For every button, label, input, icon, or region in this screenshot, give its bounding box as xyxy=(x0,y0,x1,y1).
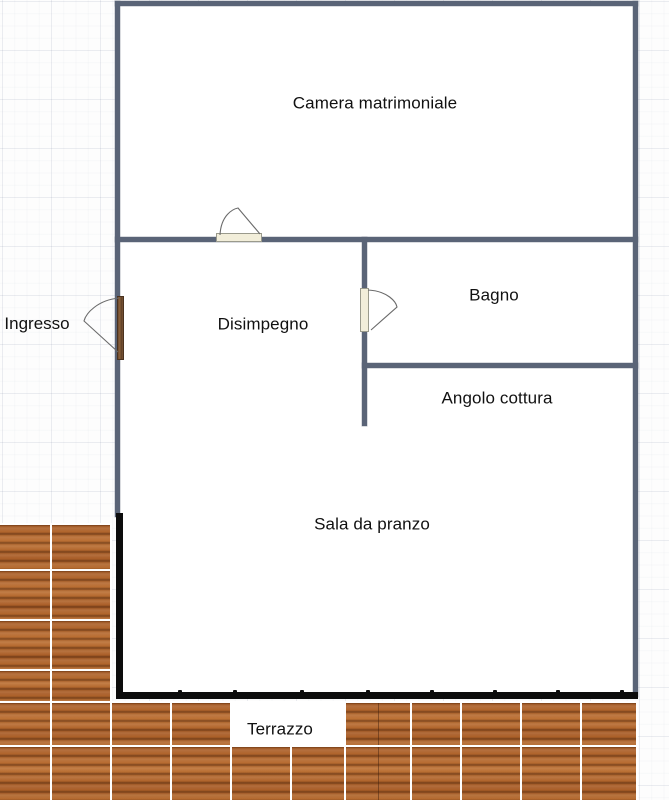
railing-post xyxy=(366,690,370,694)
room-label-sala-da-pranzo: Sala da pranzo xyxy=(314,514,430,534)
deck-tile xyxy=(110,745,172,800)
wall-heavy-left xyxy=(116,513,123,699)
railing-post xyxy=(178,690,182,694)
wall-bedroom-bottom xyxy=(115,237,638,242)
door-camera-swing-arc xyxy=(219,207,261,236)
deck-tile xyxy=(344,701,412,747)
railing-post xyxy=(118,556,122,560)
door-bagno-leaf[interactable] xyxy=(360,288,369,332)
deck-tile xyxy=(50,745,112,800)
railing-post xyxy=(430,690,434,694)
deck-tile xyxy=(520,745,582,800)
railing-post xyxy=(233,690,237,694)
deck-tile xyxy=(50,701,112,747)
deck-tile xyxy=(520,701,582,747)
deck-tile xyxy=(410,701,462,747)
deck-tile xyxy=(50,619,112,671)
deck-tile xyxy=(0,523,52,571)
railing-post xyxy=(118,622,122,626)
room-label-camera-matrimoniale: Camera matrimoniale xyxy=(292,93,458,113)
deck-tile xyxy=(170,745,232,800)
wall-exterior-left-upper xyxy=(115,1,120,517)
wall-exterior-right xyxy=(633,1,638,697)
deck-tile xyxy=(580,745,638,800)
wall-exterior-top xyxy=(115,1,638,6)
terrazzo-label-recess xyxy=(232,701,346,747)
door-ingresso-swing-arc xyxy=(83,297,120,353)
exterior-label-ingresso: Ingresso xyxy=(4,314,70,333)
deck-tile xyxy=(230,745,292,800)
interior-floor-fill xyxy=(118,5,636,695)
wall-bathroom-bottom xyxy=(362,363,638,368)
wall-heavy-bottom xyxy=(116,692,638,699)
deck-tile xyxy=(50,669,112,703)
deck-tile xyxy=(0,619,52,671)
deck-tile xyxy=(344,745,412,800)
railing-post xyxy=(493,690,497,694)
deck-tile xyxy=(0,745,52,800)
railing-post xyxy=(620,690,624,694)
door-bagno-swing-arc xyxy=(367,289,398,331)
deck-tile xyxy=(580,701,638,747)
door-camera-leaf[interactable] xyxy=(216,233,262,242)
deck-tile xyxy=(110,701,172,747)
deck-tile xyxy=(290,745,348,800)
deck-tile xyxy=(0,669,52,703)
railing-post xyxy=(556,690,560,694)
door-ingresso-leaf[interactable] xyxy=(117,296,124,360)
deck-tile xyxy=(50,569,112,621)
room-label-angolo-cottura: Angolo cottura xyxy=(441,388,553,408)
room-label-bagno: Bagno xyxy=(469,285,519,305)
deck-tile xyxy=(0,569,52,621)
railing-post xyxy=(300,690,304,694)
railing-post xyxy=(118,676,122,680)
deck-tile xyxy=(50,523,112,571)
deck-tile xyxy=(460,701,522,747)
deck-tile xyxy=(410,745,462,800)
room-label-terrazzo: Terrazzo xyxy=(247,719,313,739)
room-label-disimpegno: Disimpegno xyxy=(217,314,309,334)
deck-tile xyxy=(170,701,232,747)
deck-tile xyxy=(0,701,52,747)
deck-tile xyxy=(460,745,522,800)
